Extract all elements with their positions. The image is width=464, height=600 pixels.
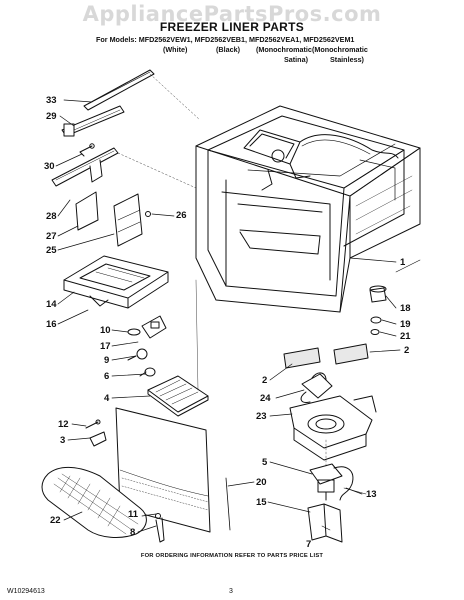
callout-16: 16 (46, 319, 57, 330)
callout-30: 30 (44, 161, 55, 172)
callout-2-left: 2 (262, 375, 268, 386)
callout-12: 12 (58, 419, 69, 430)
variant-mono-stainless-cont: Stainless) (330, 55, 364, 64)
ice-tray-shelf (63, 255, 169, 309)
callout-2-right: 2 (404, 345, 410, 356)
variant-mono-satina-cont: Satina) (284, 55, 308, 64)
callout-4: 4 (104, 393, 110, 404)
callout-25: 25 (46, 245, 57, 256)
models-line: For Models: MFD2562VEW1, MFD2562VEB1, MF… (96, 35, 355, 44)
callout-8: 8 (130, 527, 136, 538)
fan-housing (289, 372, 377, 461)
fan-motor (307, 439, 367, 543)
callout-3: 3 (60, 435, 66, 446)
callout-9: 9 (104, 355, 110, 366)
callout-27: 27 (46, 231, 57, 242)
callout-20: 20 (256, 477, 267, 488)
leader-lines (55, 99, 401, 533)
callout-24: 24 (260, 393, 271, 404)
callout-17: 17 (100, 341, 111, 352)
variant-white: (White) (163, 45, 188, 54)
callout-15: 15 (256, 497, 267, 508)
document-number: W10294613 (7, 588, 45, 595)
callout-5: 5 (262, 457, 268, 468)
rails-assembly (51, 69, 201, 247)
callout-1: 1 (400, 257, 406, 268)
callout-21: 21 (400, 331, 411, 342)
variant-black: (Black) (216, 45, 240, 54)
vent-cover (41, 467, 147, 538)
callout-19: 19 (400, 319, 411, 330)
callout-10: 10 (100, 325, 111, 336)
callout-29: 29 (46, 111, 57, 122)
foam-pads (283, 343, 369, 369)
freezer-liner (195, 105, 421, 313)
callout-6: 6 (104, 371, 110, 382)
callout-22: 22 (50, 515, 61, 526)
callout-28: 28 (46, 211, 57, 222)
callout-18: 18 (400, 303, 411, 314)
variant-mono-stainless: (Monochromatic (312, 45, 368, 54)
page-number: 3 (229, 588, 233, 595)
callout-14: 14 (46, 299, 57, 310)
callout-7: 7 (306, 539, 312, 550)
callout-23: 23 (256, 411, 267, 422)
callout-33: 33 (46, 95, 57, 106)
callout-13: 13 (366, 489, 377, 500)
grille (147, 279, 209, 417)
watermark: AppliancePartsPros.com (82, 2, 382, 26)
damper-parts (127, 315, 167, 377)
page-title: FREEZER LINER PARTS (159, 20, 305, 34)
rear-panel (85, 407, 231, 543)
drain-parts (369, 285, 387, 335)
variant-mono-satina: (Monochromatic (256, 45, 312, 54)
ordering-note: FOR ORDERING INFORMATION REFER TO PARTS … (140, 553, 324, 559)
callout-11: 11 (128, 509, 139, 520)
callout-26: 26 (176, 210, 187, 221)
